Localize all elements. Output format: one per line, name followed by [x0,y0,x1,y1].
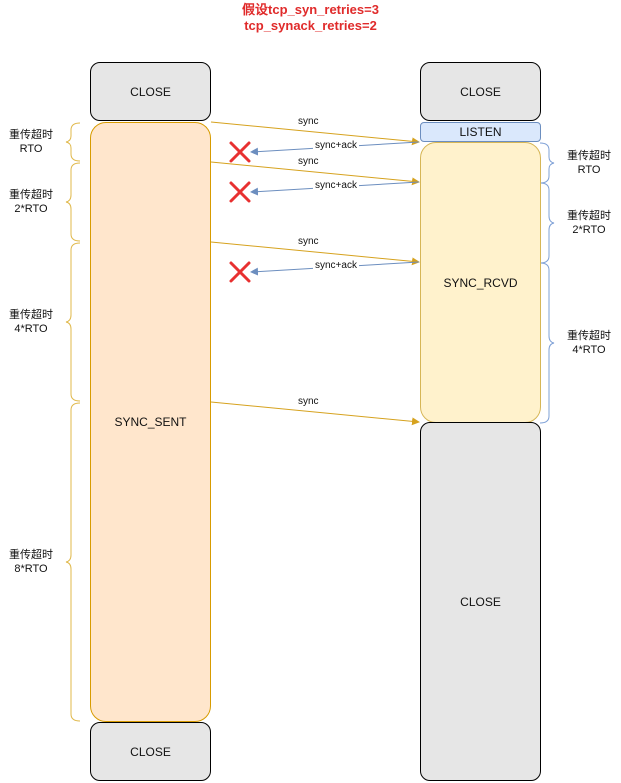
sync-label-2: sync [296,156,321,167]
server-timeout-label-4rto: 重传超时 4*RTO [558,329,620,357]
sync-label-4: sync [296,396,321,407]
server-close-bottom: CLOSE [420,422,541,781]
server-listen-state: LISTEN [420,122,541,142]
timeout-text: 重传超时 [9,309,53,321]
title-line-2: tcp_synack_retries=2 [244,18,377,33]
sync-arrow-1 [210,121,420,146]
server-bracket-2rto [539,182,555,264]
timeout-text: 重传超时 [9,549,53,561]
server-bracket-4rto [539,262,555,424]
timeout-text: 重传超时 [9,189,53,201]
sync-label-3: sync [296,236,321,247]
timeout-value: 4*RTO [572,344,606,356]
server-close-top: CLOSE [420,62,541,121]
timeout-text: 重传超时 [567,150,611,162]
client-timeout-label-4rto: 重传超时 4*RTO [0,308,62,336]
timeout-value: 4*RTO [14,323,48,335]
server-timeout-label-2rto: 重传超时 2*RTO [558,209,620,237]
client-bracket-8rto [65,402,81,722]
sync-arrow-2 [210,161,420,186]
timeout-value: RTO [19,143,43,155]
sync-label-1: sync [296,116,321,127]
server-sync-rcvd-state: SYNC_RCVD [420,142,541,423]
server-bracket-rto [539,142,555,184]
sync-ack-arrows [250,141,420,276]
client-bracket-rto [65,122,81,162]
client-timeout-label-8rto: 重传超时 8*RTO [0,548,62,576]
client-bracket-2rto [65,162,81,242]
lost-markers [229,141,251,283]
sync-ack-label-2: sync+ack [313,180,359,191]
server-timeout-brackets [539,142,555,424]
client-close-top: CLOSE [90,62,211,121]
sync-ack-label-1: sync+ack [313,140,359,151]
sync-arrows [210,121,420,426]
timeout-value: 8*RTO [14,563,48,575]
sync-ack-label-3: sync+ack [313,260,359,271]
timeout-text: 重传超时 [567,210,611,222]
sync-arrow-4 [210,401,420,426]
timeout-text: 重传超时 [9,129,53,141]
client-sync-sent-state: SYNC_SENT [90,122,211,722]
server-timeout-label-rto: 重传超时 RTO [558,149,620,177]
timeout-value: 2*RTO [14,203,48,215]
client-bracket-4rto [65,242,81,402]
timeout-value: 2*RTO [572,224,606,236]
timeout-value: RTO [577,164,601,176]
timeout-text: 重传超时 [567,330,611,342]
sync-arrow-3 [210,241,420,266]
client-close-bottom: CLOSE [90,722,211,781]
lost-x-icon [229,141,251,163]
client-timeout-label-rto: 重传超时 RTO [0,128,62,156]
title-line-1: 假设tcp_syn_retries=3 [242,2,379,17]
client-timeout-label-2rto: 重传超时 2*RTO [0,188,62,216]
lost-x-icon [229,261,251,283]
lost-x-icon [229,181,251,203]
client-timeout-brackets [65,122,81,722]
